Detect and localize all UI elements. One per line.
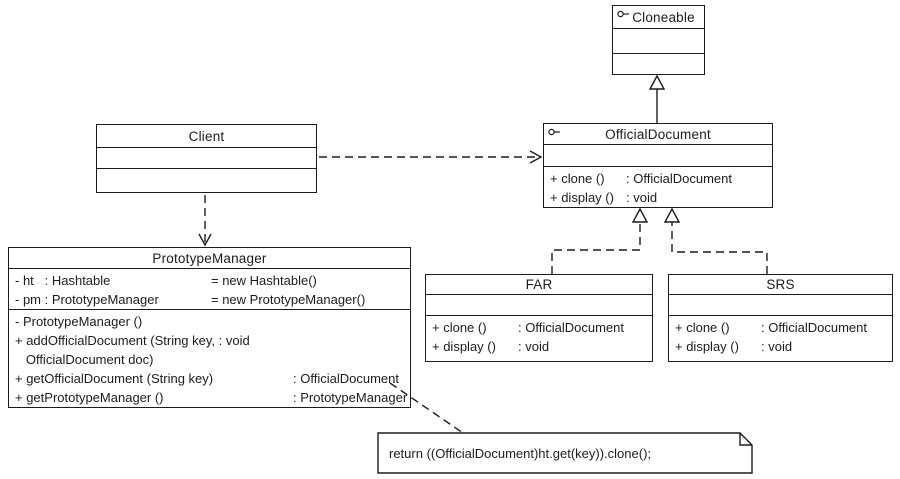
interface-lollipop-icon [617,10,630,18]
attributes-compartment-empty [544,144,772,166]
operations-compartment-empty [613,53,704,74]
generalization-officialdocument-to-cloneable [648,74,666,123]
attribute-row: - ht : Hashtable = new Hashtable() [9,271,410,290]
class-far-title: FAR [426,275,652,294]
interface-lollipop-icon [548,128,561,136]
realization-far-to-officialdocument [551,207,649,274]
class-srs-title: SRS [669,275,892,294]
class-srs: SRS + clone () : OfficialDocument + disp… [668,274,893,362]
operation-signature: + getOfficialDocument (String key) [15,371,214,386]
class-name: FAR [525,277,553,292]
operation-signature: + getPrototypeManager () [15,390,164,405]
attributes-compartment-empty [669,294,892,315]
dependency-client-to-prototypemanager [198,195,212,247]
operation-type: : OfficialDocument [293,371,399,386]
attribute-default: = new PrototypeManager() [211,292,366,307]
attribute-signature: - ht : Hashtable [15,273,111,288]
open-arrowhead-icon [198,233,212,247]
hollow-triangle-arrowhead-icon [663,207,681,223]
hollow-triangle-arrowhead-icon [648,74,666,90]
open-arrowhead-icon [529,150,543,164]
attributes-compartment-empty [97,147,316,168]
operation-signature: + clone () [550,171,605,186]
operation-row: + getOfficialDocument (String key) : Off… [9,369,410,388]
operation-signature: + clone () [432,320,487,335]
attribute-row: - pm : PrototypeManager = new PrototypeM… [9,290,410,309]
operations-compartment-empty [97,168,316,192]
attribute-signature: - pm : PrototypeManager [15,292,159,307]
attributes-compartment-empty [613,28,704,53]
operations-compartment: + clone () : OfficialDocument + display … [426,315,652,361]
operation-row: + getPrototypeManager () : PrototypeMana… [9,388,410,407]
class-name: SRS [766,277,795,292]
operation-signature: + display () [675,339,739,354]
operation-row: + clone () : OfficialDocument [669,318,892,337]
realization-srs-to-officialdocument [663,207,768,274]
class-name: PrototypeManager [152,250,267,266]
operation-row: + addOfficialDocument (String key, : voi… [9,331,410,350]
operation-type: : void [518,339,550,354]
attributes-compartment-empty [426,294,652,315]
operation-row: + display () : void [544,188,772,207]
operation-signature: + addOfficialDocument (String key, [15,333,216,348]
class-name: Client [188,128,225,144]
operation-row: + clone () : OfficialDocument [544,169,772,188]
operation-type: : void [626,190,658,205]
class-official-document-title: OfficialDocument [544,124,772,144]
attribute-default: = new Hashtable() [211,273,317,288]
operation-signature: + clone () [675,320,730,335]
class-prototype-manager-title: PrototypeManager [9,248,410,268]
operation-signature: - PrototypeManager () [15,314,143,329]
operations-compartment: - PrototypeManager () + addOfficialDocum… [9,309,410,407]
operation-row: + display () : void [669,337,892,356]
operation-row: + clone () : OfficialDocument [426,318,652,337]
operation-signature: + display () [432,339,496,354]
operation-type: : OfficialDocument [626,171,732,186]
operation-type: : PrototypeManager [293,390,408,405]
operation-type: : OfficialDocument [761,320,867,335]
class-name: OfficialDocument [605,126,711,142]
hollow-triangle-arrowhead-icon [631,207,649,223]
class-far: FAR + clone () : OfficialDocument + disp… [425,274,653,362]
class-cloneable: Cloneable [612,5,705,75]
dependency-client-to-officialdocument [319,150,543,164]
note-text: return ((OfficialDocument)ht.get(key)).c… [389,445,652,461]
operation-signature: + display () [550,190,614,205]
operation-type: : OfficialDocument [518,320,624,335]
class-client-title: Client [97,125,316,147]
class-client: Client [96,124,317,193]
class-name: Cloneable [632,9,695,25]
operation-row: + display () : void [426,337,652,356]
operation-row-continuation: OfficialDocument doc) [9,350,410,369]
class-cloneable-title: Cloneable [613,6,704,28]
operation-type: : void [761,339,793,354]
operation-row: - PrototypeManager () [9,312,410,331]
attributes-compartment: - ht : Hashtable = new Hashtable() - pm … [9,268,410,309]
operation-type: : void [215,333,250,348]
operations-compartment: + clone () : OfficialDocument + display … [669,315,892,361]
class-prototype-manager: PrototypeManager - ht : Hashtable = new … [8,247,411,408]
operations-compartment: + clone () : OfficialDocument + display … [544,166,772,207]
operation-signature: OfficialDocument doc) [15,352,154,367]
class-official-document: OfficialDocument + clone () : OfficialDo… [543,123,773,208]
